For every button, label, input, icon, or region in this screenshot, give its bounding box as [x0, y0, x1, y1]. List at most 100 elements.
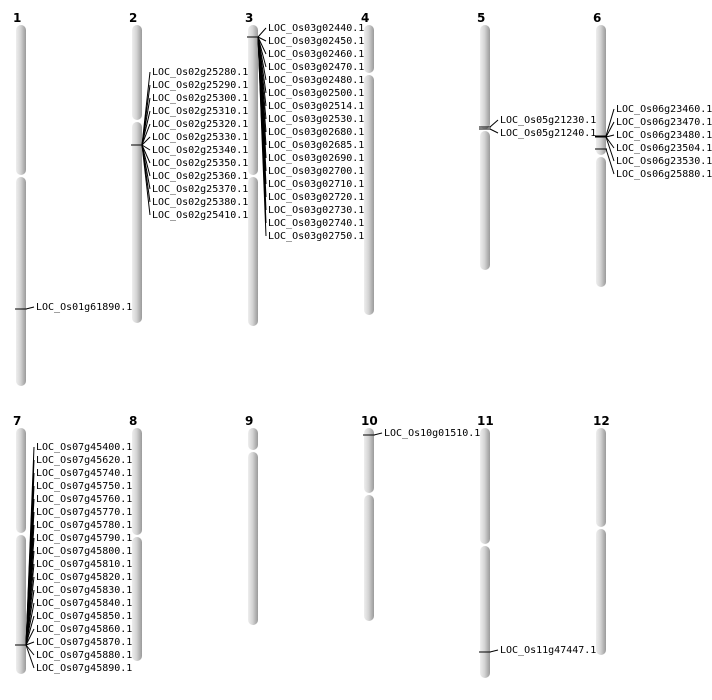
gene-label: LOC_Os03g02685.1 — [268, 140, 364, 151]
chromosome-arm-long — [248, 452, 258, 625]
gene-connector — [605, 108, 615, 137]
gene-label: LOC_Os02g25330.1 — [152, 132, 248, 143]
gene-label: LOC_Os05g21240.1 — [500, 128, 596, 139]
gene-label: LOC_Os07g45840.1 — [36, 598, 132, 609]
gene-label: LOC_Os07g45740.1 — [36, 468, 132, 479]
chromosome-number: 3 — [245, 11, 253, 25]
chromosome-7: 7LOC_Os07g45400.1LOC_Os07g45620.1LOC_Os0… — [13, 414, 132, 674]
gene-connector — [25, 644, 35, 669]
gene-connector — [25, 628, 35, 646]
chromosome-arm-long — [132, 122, 142, 323]
chromosome-2: 2LOC_Os02g25280.1LOC_Os02g25290.1LOC_Os0… — [129, 11, 248, 323]
gene-label: LOC_Os02g25280.1 — [152, 67, 248, 78]
gene-connector — [141, 144, 151, 164]
gene-connector — [605, 136, 615, 162]
chromosome-arm-short — [364, 428, 374, 493]
gene-label: LOC_Os03g02480.1 — [268, 75, 364, 86]
chromosome-arm-long — [596, 529, 606, 655]
gene-connector — [141, 110, 151, 146]
chromosome-3: 3LOC_Os03g02440.1LOC_Os03g02450.1LOC_Os0… — [245, 11, 364, 326]
gene-connector — [605, 136, 615, 149]
chromosome-4: 4 — [361, 11, 374, 315]
gene-connector — [605, 134, 615, 138]
gene-label: LOC_Os02g25300.1 — [152, 93, 248, 104]
gene-connector — [25, 615, 35, 646]
gene-label: LOC_Os03g02740.1 — [268, 218, 364, 229]
gene-label: LOC_Os02g25380.1 — [152, 197, 248, 208]
chromosome-number: 10 — [361, 414, 378, 428]
gene-label: LOC_Os07g45760.1 — [36, 494, 132, 505]
chromosome-arm-short — [248, 428, 258, 450]
gene-label: LOC_Os03g02710.1 — [268, 179, 364, 190]
chromosome-arm-long — [16, 177, 26, 386]
gene-connector — [141, 144, 151, 151]
chromosome-arm-short — [132, 428, 142, 535]
chromosome-arm-short — [16, 428, 26, 533]
chromosome-arm-short — [596, 25, 606, 155]
gene-label: LOC_Os02g25290.1 — [152, 80, 248, 91]
gene-connector — [489, 119, 499, 128]
gene-label: LOC_Os02g25310.1 — [152, 106, 248, 117]
gene-connector — [25, 602, 35, 646]
chromosome-arm-short — [480, 428, 490, 544]
gene-label: LOC_Os07g45830.1 — [36, 585, 132, 596]
gene-label: LOC_Os03g02730.1 — [268, 205, 364, 216]
gene-connector — [489, 649, 499, 653]
gene-label: LOC_Os07g45870.1 — [36, 637, 132, 648]
gene-label: LOC_Os03g02700.1 — [268, 166, 364, 177]
chromosome-number: 8 — [129, 414, 137, 428]
gene-label: LOC_Os03g02450.1 — [268, 36, 364, 47]
gene-label: LOC_Os05g21230.1 — [500, 115, 596, 126]
gene-label: LOC_Os03g02440.1 — [268, 23, 364, 34]
gene-connector — [257, 36, 267, 42]
gene-label: LOC_Os02g25350.1 — [152, 158, 248, 169]
chromosome-arm-long — [364, 495, 374, 621]
chromosome-9: 9 — [245, 414, 258, 625]
gene-label: LOC_Os07g45880.1 — [36, 650, 132, 661]
gene-label: LOC_Os07g45890.1 — [36, 663, 132, 674]
chromosome-arm-short — [16, 25, 26, 175]
gene-label: LOC_Os02g25320.1 — [152, 119, 248, 130]
gene-label: LOC_Os07g45800.1 — [36, 546, 132, 557]
gene-connector — [25, 644, 35, 656]
gene-label: LOC_Os03g02690.1 — [268, 153, 364, 164]
gene-label: LOC_Os07g45400.1 — [36, 442, 132, 453]
gene-label: LOC_Os02g25370.1 — [152, 184, 248, 195]
chromosome-arm-long — [248, 177, 258, 326]
gene-label: LOC_Os06g23530.1 — [616, 156, 712, 167]
gene-connector — [141, 144, 151, 216]
gene-label: LOC_Os03g02470.1 — [268, 62, 364, 73]
gene-label: LOC_Os03g02460.1 — [268, 49, 364, 60]
chromosome-arm-long — [596, 157, 606, 287]
gene-label: LOC_Os07g45790.1 — [36, 533, 132, 544]
gene-connector — [605, 121, 615, 138]
chromosome-number: 11 — [477, 414, 494, 428]
gene-label: LOC_Os03g02750.1 — [268, 231, 364, 242]
gene-label: LOC_Os03g02680.1 — [268, 127, 364, 138]
chromosome-number: 2 — [129, 11, 137, 25]
gene-label: LOC_Os03g02530.1 — [268, 114, 364, 125]
gene-connector — [257, 36, 267, 237]
gene-label: LOC_Os02g25340.1 — [152, 145, 248, 156]
gene-label: LOC_Os06g23504.1 — [616, 143, 712, 154]
chromosome-number: 12 — [593, 414, 610, 428]
gene-connector — [141, 136, 151, 146]
chromosome-arm-short — [248, 25, 258, 175]
chromosome-number: 9 — [245, 414, 253, 428]
gene-connector — [25, 306, 35, 310]
gene-label: LOC_Os03g02514.1 — [268, 101, 364, 112]
chromosome-arm-short — [480, 25, 490, 129]
gene-label: LOC_Os06g25880.1 — [616, 169, 712, 180]
chromosome-number: 4 — [361, 11, 369, 25]
chromosome-arm-long — [364, 75, 374, 315]
gene-label: LOC_Os02g25410.1 — [152, 210, 248, 221]
gene-connector — [257, 36, 267, 55]
chromosome-arm-long — [480, 546, 490, 678]
gene-connector — [489, 128, 499, 134]
gene-label: LOC_Os06g23460.1 — [616, 104, 712, 115]
gene-label: LOC_Os07g45860.1 — [36, 624, 132, 635]
